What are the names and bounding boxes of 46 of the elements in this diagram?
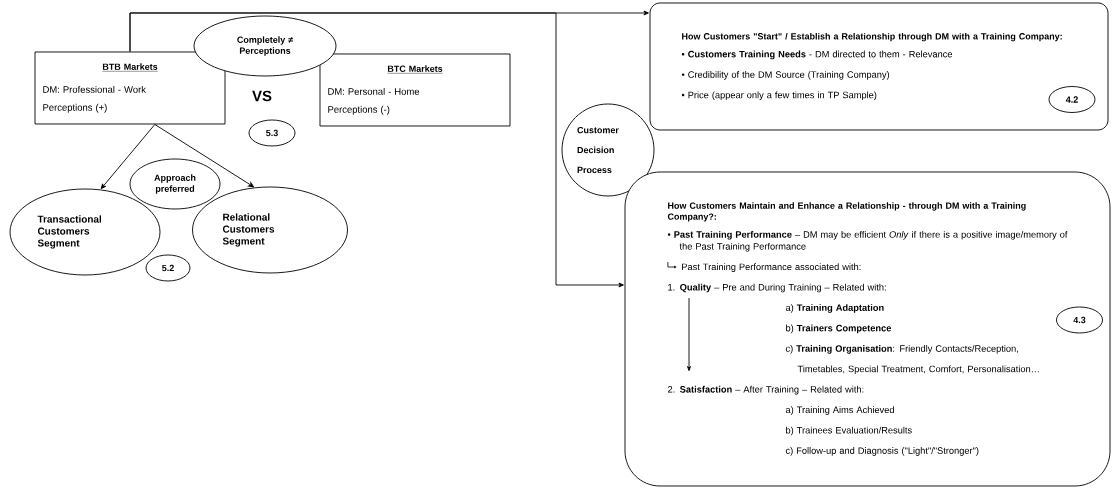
perception-ellipse [193, 15, 337, 77]
box-text: DM: Personal - Home [328, 87, 420, 95]
ellipse-text: 4.2 [1065, 96, 1078, 103]
box-text: Perceptions (-) [328, 105, 390, 115]
panel-text: a) Training Adaptation [785, 304, 884, 313]
box-text: DM: Professional - Work [43, 85, 146, 93]
content-panel [624, 171, 1111, 487]
panel-text: 2. Satisfaction – After Training – Related with: [667, 385, 864, 395]
ellipse-text: 5.2 [162, 264, 174, 272]
box-text: Perceptions (+) [43, 103, 107, 113]
panel-text: a) Training Aims Achieved [785, 406, 894, 415]
approach-ellipse [129, 158, 221, 210]
panel-heading: How Customers "Start" / Establish a Relationship through DM with a Training Company: [682, 32, 1062, 42]
panel-text: • Credibility of the DM Source (Training Company) [681, 71, 890, 80]
panel-text: • Customers Training Needs - DM directed to them - Relevance [681, 50, 953, 60]
reference-ellipse [1056, 306, 1103, 334]
market-box [34, 51, 226, 125]
box-heading: BTC Markets [387, 65, 443, 72]
content-panel [649, 2, 1109, 131]
panel-heading: How Customers Maintain and Enhance a Relationship - through DM with a Training Company?: [667, 202, 1026, 222]
circle-text: Customer Decision Process [577, 126, 619, 174]
ellipse-text: Relational Customers Segment [222, 213, 275, 247]
panel-text: Past Training Performance associated with: [682, 263, 861, 272]
panel-text: c) Training Organisation: Friendly Contacts/Reception, Timetables, Special Treatment, Comfort, Personalisation… [785, 345, 1039, 375]
ellipse-text: Transactional Customers Segment [37, 215, 102, 249]
arrow [100, 124, 156, 190]
ellipse-text: 4.3 [1073, 316, 1086, 324]
arrow [154, 124, 254, 188]
box-heading: BTB Markets [102, 63, 158, 70]
panel-text: b) Trainees Evaluation/Results [786, 426, 912, 436]
panel-text: c) Follow-up and Diagnosis ("Light"/"Stronger") [785, 447, 979, 456]
reference-ellipse [145, 254, 191, 282]
reference-ellipse [1048, 86, 1096, 113]
market-box [319, 53, 511, 127]
ellipse-text: 5.3 [266, 129, 278, 137]
ellipse-text: Completely ≠ Perceptions [237, 36, 293, 56]
panel-text: • Price (appear only a few times in TP Sample) [681, 91, 877, 101]
versus-label: VS [252, 90, 272, 102]
reference-ellipse [248, 119, 296, 147]
ellipse-text: Approach preferred [154, 174, 196, 194]
segment-ellipse [192, 186, 348, 274]
panel-text: 1. Quality – Pre and During Training – Related with: [668, 283, 886, 293]
panel-text: • Past Training Performance – DM may be efficient Only if there is a positive image/memory of the Past Training Performance [667, 230, 1068, 252]
arrow [129, 12, 624, 288]
process-circle [561, 103, 655, 197]
panel-text: b) Trainers Competence [786, 324, 892, 334]
